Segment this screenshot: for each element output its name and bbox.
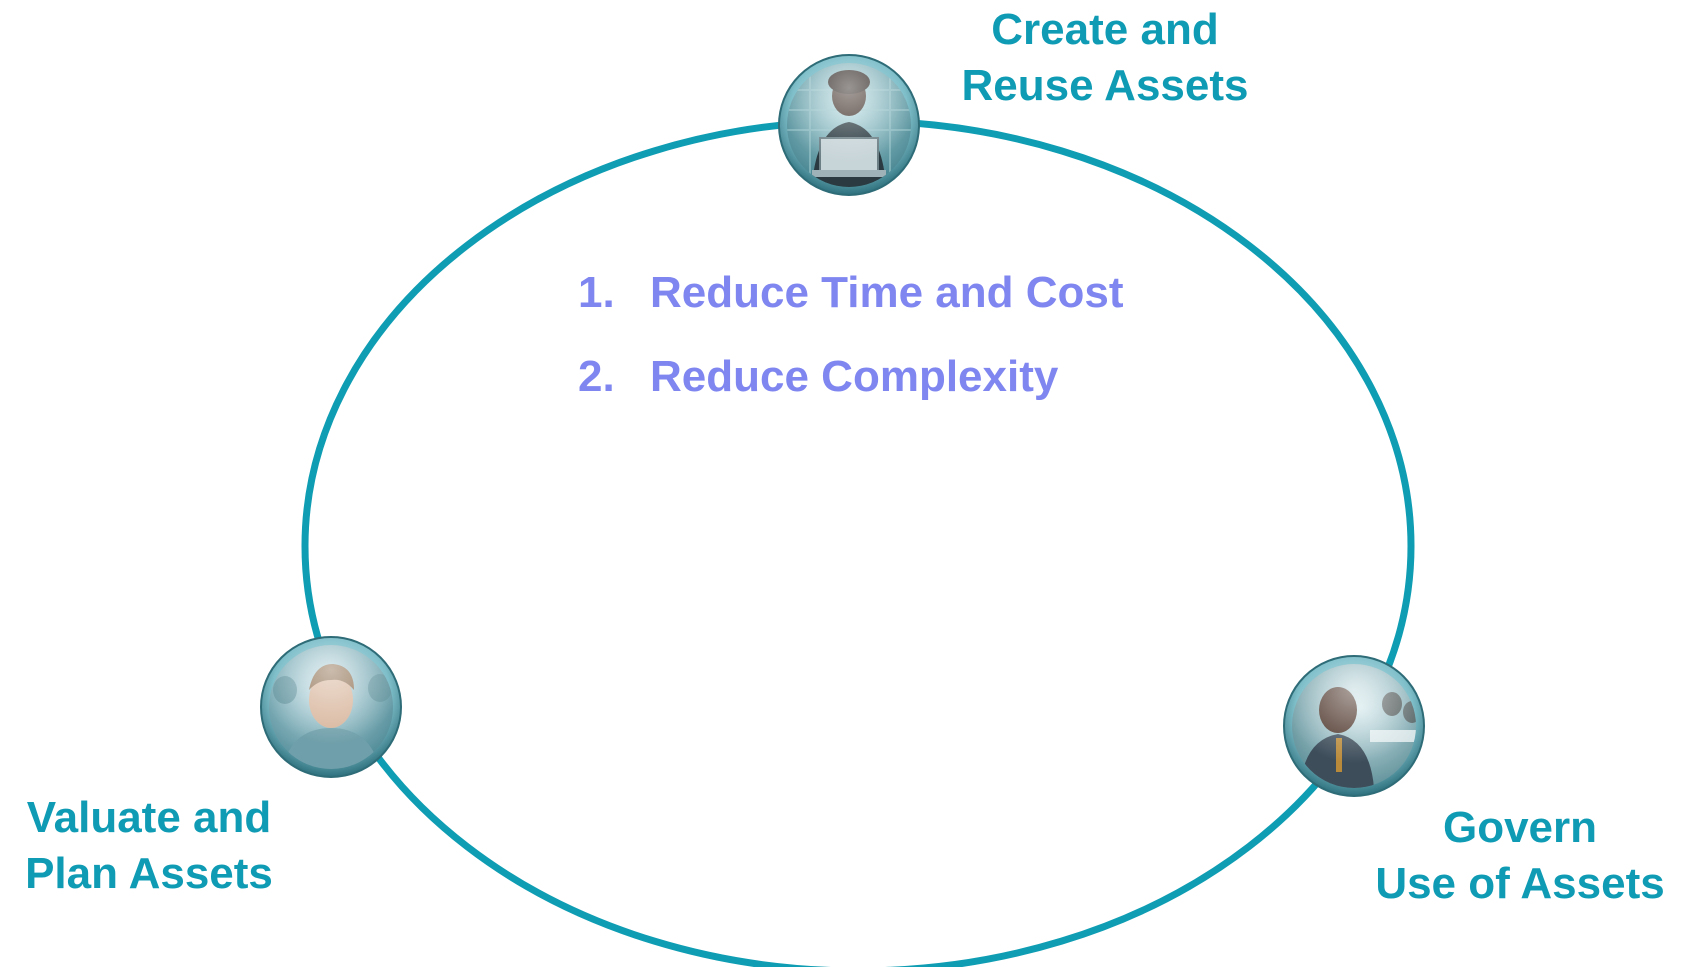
create-reuse-assets-label: Create and Reuse Assets (935, 2, 1275, 114)
person-in-meeting-icon (1283, 655, 1425, 797)
benefit-number: 2. (578, 352, 615, 401)
benefit-text: Reduce Complexity (650, 352, 1059, 401)
create-label-line1: Create and (991, 5, 1219, 54)
create-label-line2: Reuse Assets (961, 61, 1249, 110)
cycle-ellipse (301, 117, 1415, 967)
valuate-label-line2: Plan Assets (25, 849, 273, 898)
benefits-list: 1. Reduce Time and Cost 2. Reduce Complexi… (578, 268, 1124, 436)
benefit-item: 1. Reduce Time and Cost (578, 268, 1124, 352)
benefit-text: Reduce Time and Cost (650, 268, 1124, 317)
govern-label-line2: Use of Assets (1375, 859, 1665, 908)
govern-label-line1: Govern (1442, 803, 1598, 852)
valuate-plan-assets-label: Valuate and Plan Assets (4, 790, 294, 902)
valuate-label-line1: Valuate and (26, 793, 272, 842)
person-with-laptop-icon (778, 54, 920, 196)
benefit-number: 1. (578, 268, 615, 317)
person-portrait-icon (260, 636, 402, 778)
govern-use-of-assets-label: Govern Use of Assets (1355, 800, 1685, 912)
benefit-item: 2. Reduce Complexity (578, 352, 1124, 436)
